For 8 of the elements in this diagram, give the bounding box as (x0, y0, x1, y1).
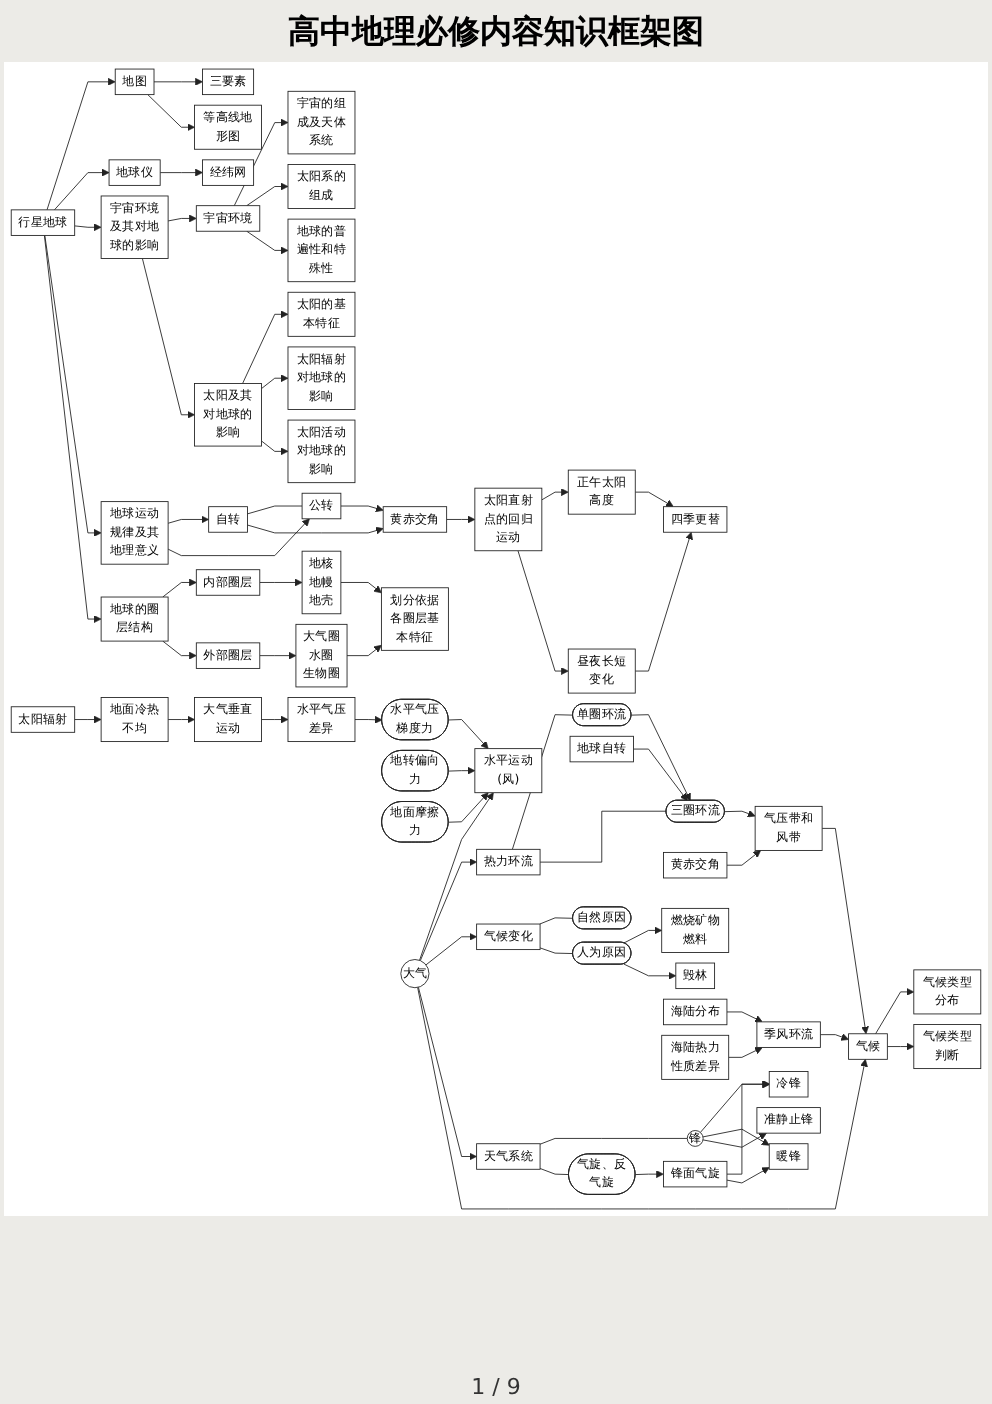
connector (539, 947, 574, 954)
connector (539, 917, 574, 925)
diagram-title: 高中地理必修内容知识框架图 (288, 12, 704, 54)
connector (539, 1168, 570, 1175)
connector (247, 505, 303, 515)
connector (539, 810, 667, 863)
page-number: 1 / 9 (471, 1374, 521, 1400)
connector (539, 1138, 688, 1145)
